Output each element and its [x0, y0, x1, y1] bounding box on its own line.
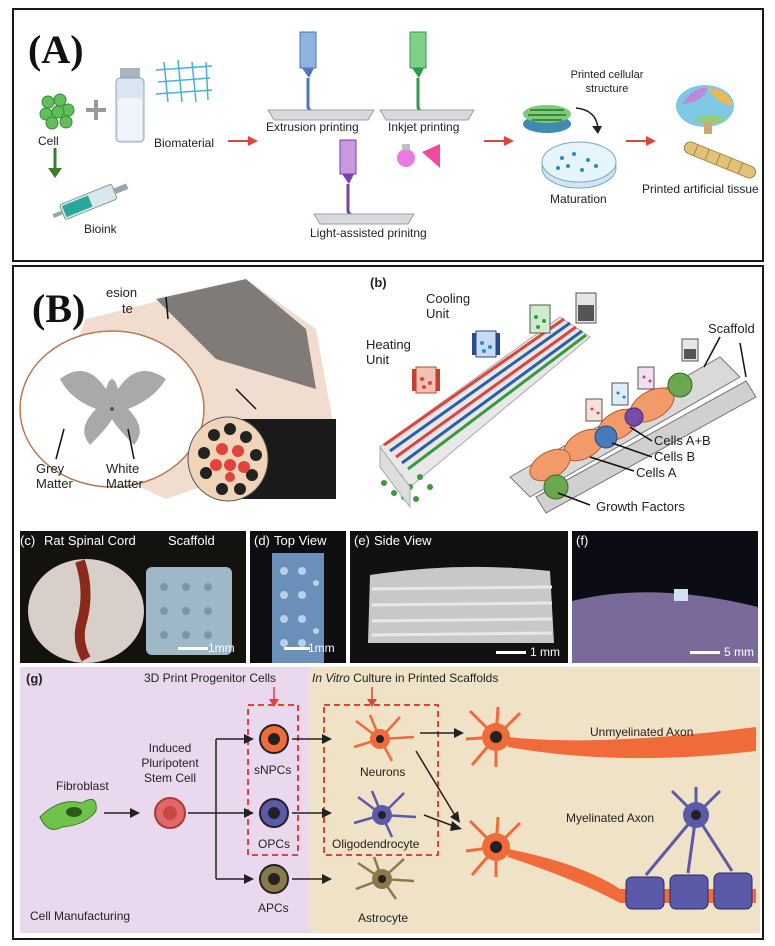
- extrusion-label: Extrusion printing: [266, 120, 359, 134]
- curved-arrow: [575, 107, 602, 134]
- in-vitro-italic: In Vitro: [312, 671, 350, 685]
- photo-d-label: (d): [254, 533, 270, 548]
- inkjet-printer-icon: [379, 31, 475, 121]
- scaffold-label: Scaffold: [708, 321, 755, 336]
- fingertip-image: [572, 589, 758, 663]
- cells-b-label: Cells B: [654, 449, 696, 464]
- biomaterial-label: Biomaterial: [154, 136, 215, 150]
- cell-label: Cell: [38, 134, 59, 148]
- ipsc-label: Induced Pluripotent Stem Cell: [141, 741, 199, 785]
- red-arrow-1: [228, 136, 258, 146]
- green-down-arrow: [48, 148, 62, 178]
- photo-c: (c) Rat Spinal Cord Scaffold 1mm: [20, 531, 246, 663]
- scalebar-f: [690, 651, 720, 654]
- red-arrow-3: [626, 136, 656, 146]
- cooling-unit-label: Cooling Unit: [426, 291, 471, 321]
- plus-icon: [86, 100, 106, 120]
- subpanel-b-label: (b): [370, 275, 387, 290]
- biomaterial-vial-icon: [115, 68, 145, 143]
- neurons-label: Neurons: [360, 765, 406, 779]
- in-vitro-rest: Culture in Printed Scaffolds: [349, 671, 499, 685]
- maturation-label: Maturation: [550, 192, 607, 206]
- cell-cluster-icon: [39, 93, 75, 130]
- side-view-image: [368, 566, 554, 643]
- cells-a-label: Cells A: [636, 465, 677, 480]
- light-printer-icon: [313, 139, 440, 225]
- fibroblast-label: Fibroblast: [56, 779, 109, 793]
- panel-g-label: (g): [26, 671, 43, 686]
- tissue-fiber-icon: [683, 141, 757, 179]
- panel-a-label: (A): [28, 27, 84, 72]
- printed-structure-icon: [523, 105, 571, 133]
- inkjet-label: Inkjet printing: [388, 120, 460, 134]
- oligodendrocyte-label: Oligodendrocyte: [332, 837, 420, 851]
- heating-unit-label: Heating Unit: [366, 337, 411, 367]
- petri-dish-icon: [541, 141, 617, 189]
- scalebar-c: [178, 647, 208, 650]
- scale-c-label: 1mm: [208, 641, 235, 655]
- photo-c-label: (c): [20, 533, 36, 548]
- photo-f-label: (f): [576, 533, 589, 548]
- panel-a: (A) Cell Biomaterial: [12, 8, 764, 262]
- printed-structure-label: Printed cellular structure: [570, 69, 644, 95]
- photo-d: (d) Top View 1mm: [250, 531, 346, 663]
- photo-e-label: (e): [354, 533, 370, 548]
- hydrogel-mesh-icon: [155, 59, 213, 103]
- scale-e-label: 1 mm: [530, 645, 560, 659]
- brain-icon: [676, 85, 734, 134]
- scalebar-d: [284, 647, 310, 650]
- bioink-syringe-icon: [52, 183, 129, 220]
- white-matter-label: White Matter: [106, 461, 143, 491]
- print-progenitor-label: 3D Print Progenitor Cells: [144, 671, 277, 685]
- extrusion-printer-icon: [267, 31, 375, 121]
- multi-printer-illustration: [379, 292, 757, 514]
- spinal-cord-illustration: [19, 279, 336, 502]
- scalebar-e: [496, 651, 526, 654]
- growth-factors-label: Growth Factors: [596, 499, 685, 514]
- lesion-label-2: te: [122, 301, 133, 316]
- apcs-label: APCs: [258, 901, 289, 915]
- top-view-image: [272, 553, 324, 663]
- opcs-label: OPCs: [258, 837, 291, 851]
- snpcs-label: sNPCs: [254, 763, 292, 777]
- red-arrow-2: [484, 136, 514, 146]
- panel-b: (B) esion te Grey Matter White Matter (b…: [12, 265, 764, 940]
- cell-lineage-diagram: [39, 687, 756, 910]
- scale-f-label: 5 mm: [724, 645, 754, 659]
- panel-b-label: (B): [32, 286, 86, 331]
- lesion-label: esion: [106, 285, 138, 300]
- cells-ab-label: Cells A+B: [654, 433, 711, 448]
- rat-spinal-cord-image: [28, 559, 232, 663]
- scaffold-photo-label: Scaffold: [168, 533, 215, 548]
- rat-spinal-cord-label: Rat Spinal Cord: [44, 533, 136, 548]
- photo-f: (f) 5 mm: [572, 531, 758, 663]
- unmyelinated-axon-label: Unmyelinated Axon: [590, 725, 694, 739]
- grey-matter-label: Grey Matter: [36, 461, 73, 491]
- cell-manufacturing-label: Cell Manufacturing: [30, 909, 131, 923]
- top-view-label: Top View: [274, 533, 327, 548]
- in-vitro-label: In Vitro Culture in Printed Scaffolds: [312, 671, 498, 685]
- bioink-label: Bioink: [84, 222, 117, 236]
- photo-e: (e) Side View 1 mm: [350, 531, 568, 663]
- myelinated-axon-label: Myelinated Axon: [566, 811, 655, 825]
- astrocyte-label: Astrocyte: [358, 911, 409, 925]
- light-label: Light-assisted prinitng: [310, 226, 427, 240]
- artificial-tissue-label: Printed artificial tissue: [642, 182, 759, 196]
- side-view-label: Side View: [374, 533, 432, 548]
- scale-d-label: 1mm: [308, 641, 335, 655]
